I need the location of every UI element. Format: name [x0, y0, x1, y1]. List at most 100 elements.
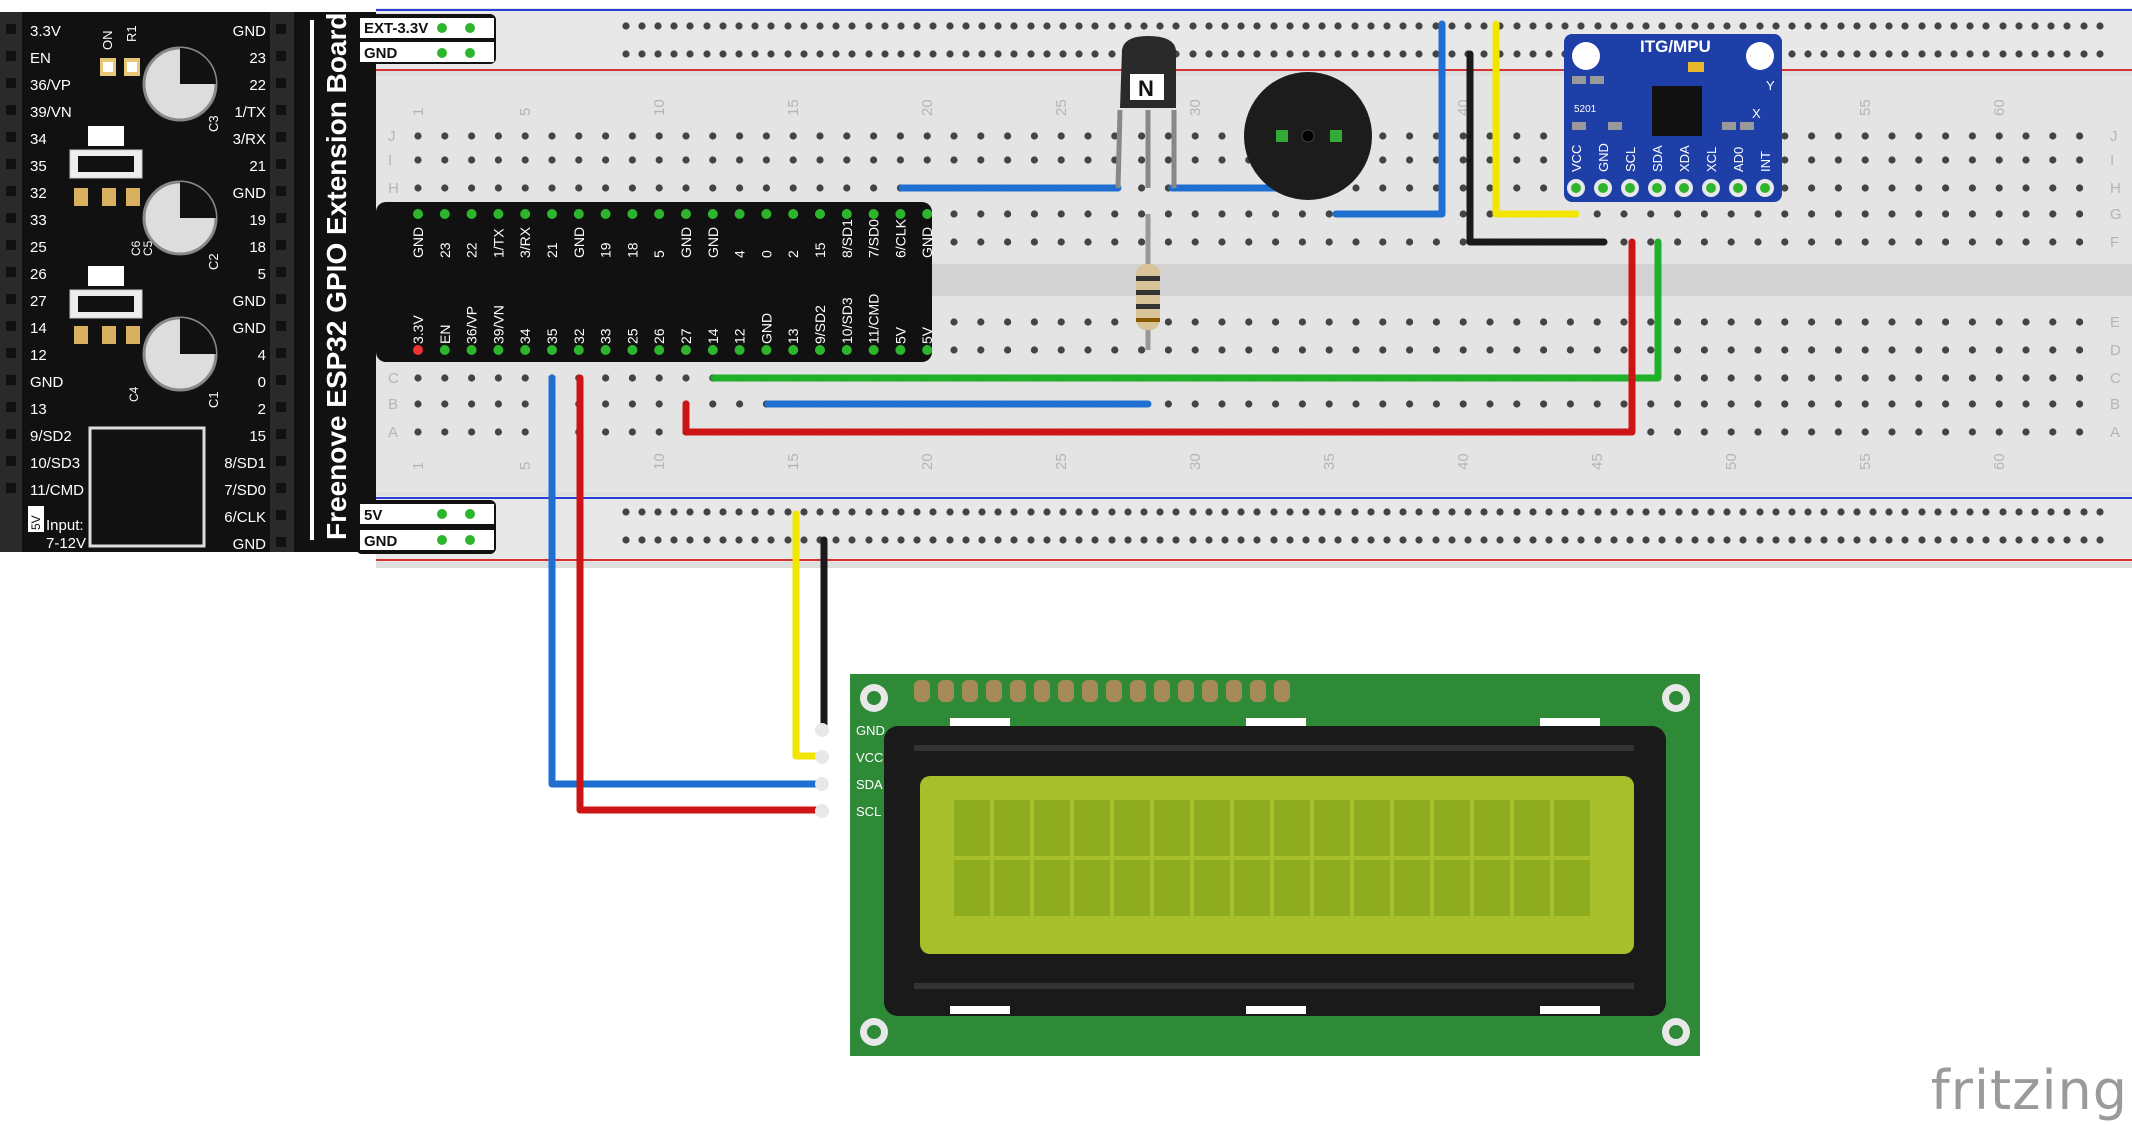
rail-hole [1172, 508, 1180, 516]
breadboard-hole [2022, 156, 2030, 164]
esp-pin-label: 25 [30, 239, 47, 256]
header-pad [6, 402, 16, 412]
breadboard-hole [1834, 428, 1842, 436]
bottom-power-rail [376, 496, 2132, 562]
lcd-char-cell [1434, 800, 1470, 856]
breadboard-hole [1406, 132, 1414, 140]
breadboard-hole [816, 156, 824, 164]
rail-hole [1237, 536, 1245, 544]
esp-pin-label: 11/CMD [30, 482, 84, 499]
breadboard-hole [2076, 318, 2084, 326]
breadboard-hole [1942, 374, 1950, 382]
rail-hole [1950, 536, 1958, 544]
breadboard-hole [1674, 400, 1682, 408]
r1-label: R1 [124, 25, 139, 42]
rail-hole [1675, 22, 1683, 30]
rail-hole [1577, 536, 1585, 544]
breadboard-hole [682, 156, 690, 164]
breadboard-hole [1218, 156, 1226, 164]
rail-hole [2063, 50, 2071, 58]
header-pin [493, 345, 504, 355]
lcd-char-cell [1314, 860, 1350, 916]
breadboard-hole [1781, 132, 1789, 140]
rail-hole [1027, 22, 1035, 30]
lcd-char-cell [1074, 800, 1110, 856]
row-letter: F [2110, 234, 2119, 251]
breadboard-hole [1057, 318, 1065, 326]
header-pin [547, 209, 557, 219]
axis-y: Y [1766, 78, 1775, 93]
breadboard-hole [950, 318, 958, 326]
lcd-pad [986, 680, 1002, 702]
breadboard-hole [816, 132, 824, 140]
rail-hole [1334, 50, 1342, 58]
rail-hole [1853, 536, 1861, 544]
rail-hole [1642, 508, 1650, 516]
header-pin [466, 209, 477, 219]
rail-hole [1205, 50, 1213, 58]
breadboard-hole [1620, 346, 1628, 354]
breadboard-hole [414, 400, 422, 408]
breadboard-hole [1298, 238, 1306, 246]
breadboard-hole [1620, 400, 1628, 408]
breadboard-hole [2076, 374, 2084, 382]
breadboard-hole [843, 184, 851, 192]
breadboard-hole [1406, 184, 1414, 192]
breadboard-hole [2049, 346, 2057, 354]
rail-hole [1302, 508, 1310, 516]
esp-pin-label: 9/SD2 [30, 428, 72, 445]
rail-hole [670, 22, 678, 30]
breadboard-hole [1754, 238, 1762, 246]
rail-hole [1545, 22, 1553, 30]
rail-hole [1270, 50, 1278, 58]
breadboard-hole [1191, 132, 1199, 140]
rail-hole [1399, 508, 1407, 516]
breadboard-hole [1566, 346, 1574, 354]
rail-hole [2031, 22, 2039, 30]
rail-hole [1043, 508, 1051, 516]
breadboard-hole [1459, 400, 1467, 408]
rail-hole [1205, 508, 1213, 516]
header-pin-label: 32 [571, 328, 587, 344]
breadboard-hole [1727, 400, 1735, 408]
row-letter: H [388, 180, 399, 197]
axis-x: X [1752, 106, 1761, 121]
breadboard-hole [977, 156, 985, 164]
rail-hole [946, 22, 954, 30]
header-pin [788, 345, 799, 355]
rail-hole [929, 22, 937, 30]
rail-hole [1318, 508, 1326, 516]
header-pin [681, 209, 691, 219]
rail-hole [1124, 536, 1132, 544]
breadboard-hole [1915, 156, 1923, 164]
rail-hole [1869, 536, 1877, 544]
breadboard-hole [1593, 400, 1601, 408]
breadboard-hole [1111, 132, 1119, 140]
rail-hole [1513, 50, 1521, 58]
header-pin [627, 345, 638, 355]
rail-hole [1982, 508, 1990, 516]
breadboard-hole [1486, 318, 1494, 326]
breadboard-hole [1834, 210, 1842, 218]
esp-pin-label: 4 [258, 347, 266, 364]
lcd-pin-label: GND [856, 723, 885, 738]
column-number: 20 [919, 453, 936, 470]
rail-hole [622, 508, 630, 516]
rail-hole [1642, 536, 1650, 544]
row-letter: B [2110, 396, 2120, 413]
rail-hole [2096, 536, 2104, 544]
breadboard-hole [1406, 400, 1414, 408]
breadboard-hole [1030, 156, 1038, 164]
header-pad [6, 51, 16, 61]
breadboard-hole [655, 132, 663, 140]
breadboard-hole [1057, 132, 1065, 140]
breadboard-hole [521, 184, 529, 192]
rail-hole [1091, 536, 1099, 544]
rail-hole [1950, 22, 1958, 30]
mpu-pin-hole [1625, 183, 1635, 193]
rail-hole [1124, 22, 1132, 30]
breadboard-hole [2076, 210, 2084, 218]
esp-pin-label: 26 [30, 266, 47, 283]
breadboard-hole [414, 184, 422, 192]
rail-hole [1448, 508, 1456, 516]
